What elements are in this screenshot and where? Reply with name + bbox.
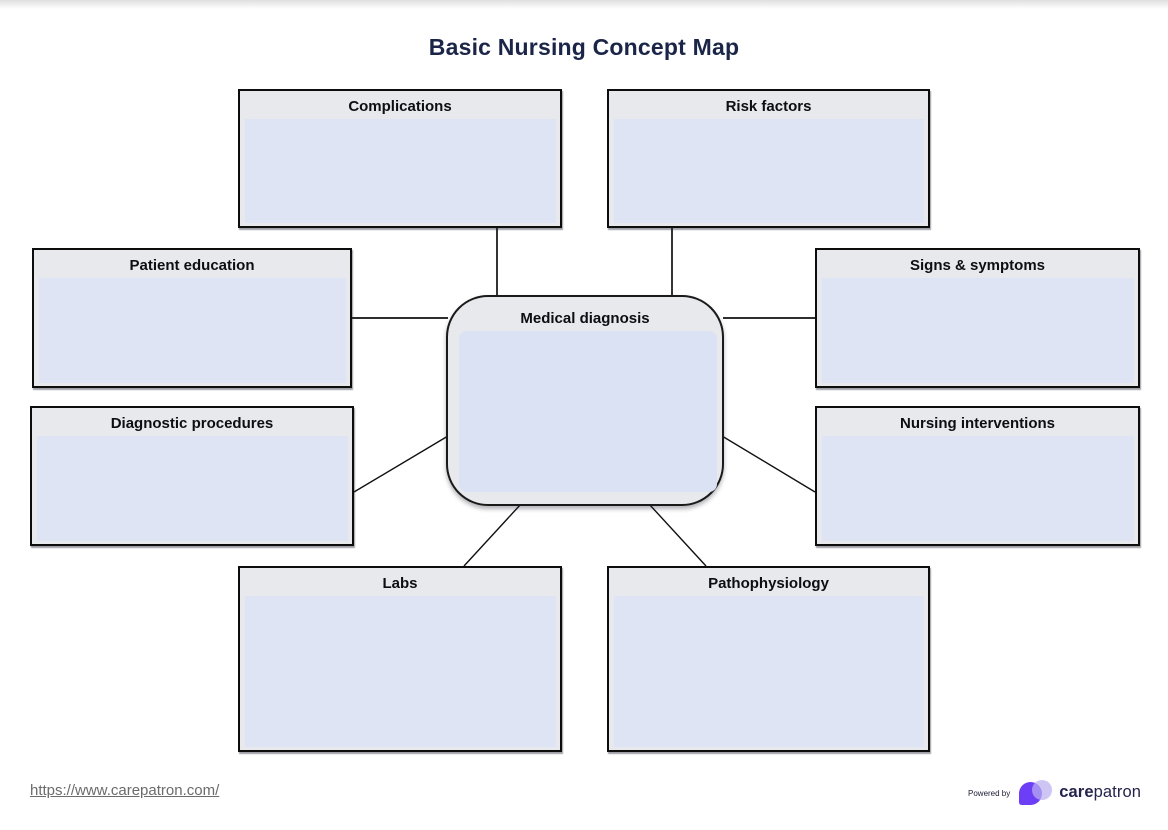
- signs-symptoms-field[interactable]: [822, 278, 1134, 383]
- node-label: Diagnostic procedures: [110, 415, 274, 432]
- connector-diagnostic-procedures: [353, 435, 449, 493]
- node-label: Complications: [348, 98, 452, 115]
- node-label: Labs: [382, 575, 418, 592]
- node-complications: Complications: [238, 89, 562, 228]
- labs-field[interactable]: [245, 596, 556, 747]
- connector-labs: [463, 503, 522, 567]
- node-label: Patient education: [129, 257, 255, 274]
- medical-diagnosis-field[interactable]: [459, 331, 717, 492]
- brand-bold-part: care: [1059, 782, 1094, 801]
- node-label: Risk factors: [725, 98, 812, 115]
- node-patient-education: Patient education: [32, 248, 352, 388]
- powered-by-label: Powered by: [968, 788, 1011, 798]
- node-signs-symptoms: Signs & symptoms: [815, 248, 1140, 388]
- logo-bubble-light: [1032, 780, 1053, 800]
- footer-url-link[interactable]: https://www.carepatron.com/: [30, 782, 220, 799]
- connector-pathophysiology: [648, 503, 707, 567]
- patient-education-field[interactable]: [39, 278, 346, 383]
- nursing-interventions-field[interactable]: [822, 436, 1134, 541]
- powered-by: Powered by carepatron: [968, 775, 1141, 809]
- pathophysiology-field[interactable]: [614, 596, 924, 747]
- page-top-shadow: [0, 0, 1168, 9]
- node-labs: Labs: [238, 566, 562, 752]
- node-pathophysiology: Pathophysiology: [607, 566, 930, 752]
- connector-nursing-interventions: [721, 435, 816, 493]
- complications-field[interactable]: [245, 119, 556, 223]
- node-label: Nursing interventions: [899, 415, 1056, 432]
- node-nursing-interventions: Nursing interventions: [815, 406, 1140, 546]
- node-label: Signs & symptoms: [909, 257, 1046, 274]
- carepatron-logo-icon: [1017, 778, 1053, 806]
- node-label: Medical diagnosis: [520, 310, 650, 327]
- brand-regular-part: patron: [1093, 782, 1141, 801]
- risk-factors-field[interactable]: [614, 119, 924, 223]
- node-medical-diagnosis: Medical diagnosis: [446, 295, 724, 506]
- carepatron-wordmark: carepatron: [1059, 783, 1141, 802]
- node-risk-factors: Risk factors: [607, 89, 930, 228]
- page-title: Basic Nursing Concept Map: [428, 34, 740, 60]
- node-label: Pathophysiology: [708, 575, 829, 592]
- node-diagnostic-procedures: Diagnostic procedures: [30, 406, 354, 546]
- diagnostic-procedures-field[interactable]: [37, 436, 348, 541]
